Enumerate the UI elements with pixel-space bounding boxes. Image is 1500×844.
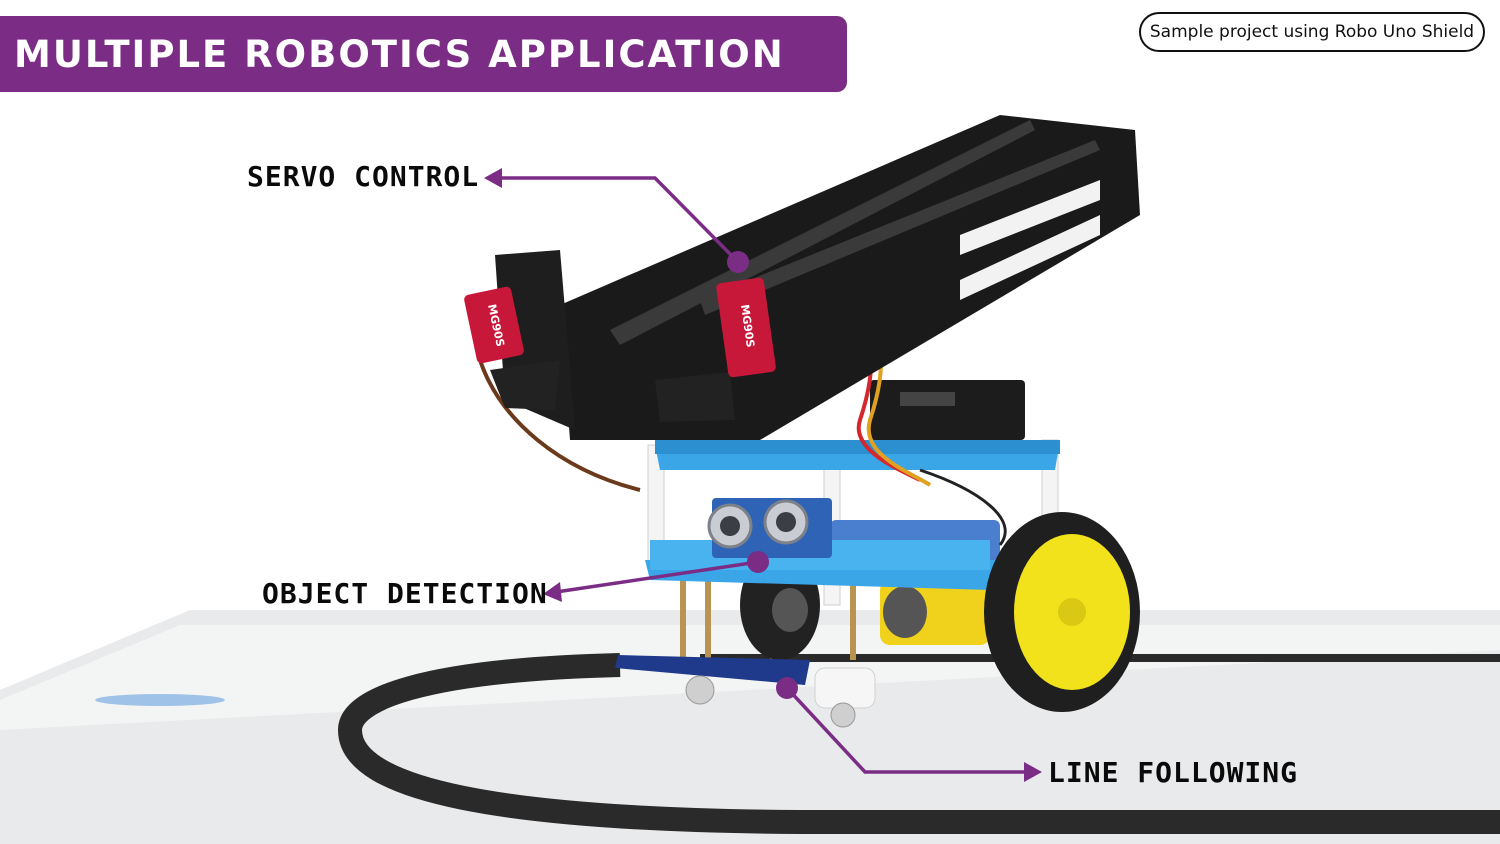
servo-right [716, 277, 776, 378]
wire [478, 359, 641, 492]
line-arrowhead [1024, 762, 1042, 782]
object-callout-dot [747, 551, 769, 573]
wire [919, 468, 1007, 546]
launcher-flap [490, 360, 560, 410]
launcher-flap [655, 372, 735, 422]
launcher-body [560, 115, 1140, 440]
upper-deck-edge [655, 440, 1060, 454]
object-arrowhead [543, 582, 562, 602]
line-following-label: LINE FOLLOWING [1048, 756, 1299, 789]
launcher-slot [960, 215, 1100, 300]
caster-mount [814, 667, 876, 709]
front-wheel-center [1058, 598, 1086, 626]
mat-logo [95, 694, 225, 706]
line-callout-arrow [785, 686, 1030, 774]
motor-cap [883, 586, 927, 638]
caster-ball [685, 675, 715, 705]
object-detection-label: OBJECT DETECTION [262, 577, 548, 610]
object-callout-arrow [555, 560, 759, 594]
launcher-rail [610, 120, 1035, 345]
standoff [705, 578, 711, 658]
line-callout-dot [776, 677, 798, 699]
track-line [337, 653, 1500, 834]
servo-left [464, 286, 524, 364]
standoff [850, 585, 856, 660]
standoff [680, 578, 686, 658]
servo-callout-arrow [495, 176, 740, 264]
line-sensor-board [615, 655, 810, 685]
launcher-rail [700, 140, 1100, 315]
servo-right-label: MG90S [738, 304, 757, 349]
launcher-slot [960, 180, 1100, 255]
title-text: MULTIPLE ROBOTICS APPLICATION [14, 32, 785, 76]
motor-cap [772, 588, 808, 632]
servo-control-label: SERVO CONTROL [247, 160, 480, 193]
controller-chip [900, 392, 955, 406]
sample-note-text: Sample project using Robo Uno Shield [1149, 22, 1475, 42]
servo-arrowhead [484, 168, 502, 188]
caster-ball [830, 702, 856, 728]
ultrasonic-eye-core [720, 516, 740, 536]
title-banner: MULTIPLE ROBOTICS APPLICATION [0, 16, 847, 92]
servo-callout-dot [727, 251, 749, 273]
callout-arrows [495, 176, 1030, 774]
ultrasonic-eye-core [776, 512, 796, 532]
controller-board [870, 380, 1025, 440]
sample-note-badge: Sample project using Robo Uno Shield [1139, 12, 1485, 52]
